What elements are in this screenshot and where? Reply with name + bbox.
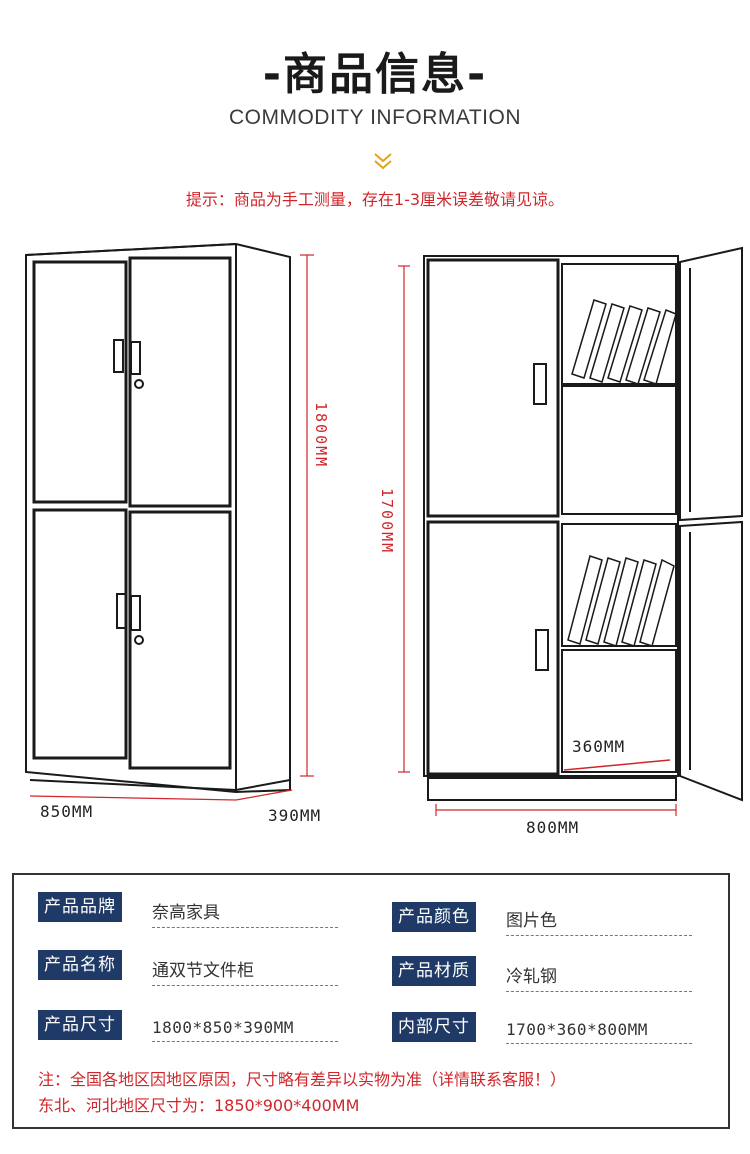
left-cabinet-illustration <box>25 242 291 794</box>
left-height-label: 1800MM <box>312 402 330 469</box>
left-width-label: 850MM <box>40 802 94 821</box>
spec-value-color: 图片色 <box>506 906 692 936</box>
right-width-label: 800MM <box>526 818 580 837</box>
spec-label-material: 产品材质 <box>392 956 476 986</box>
measurement-tip: 提示：商品为手工测量，存在1-3厘米误差敬请见谅。 <box>185 190 565 209</box>
spec-value-material: 冷轧钢 <box>506 962 692 992</box>
note-line-1: 注：全国各地区因地区原因，尺寸略有差异以实物为准（详情联系客服！） <box>38 1070 567 1089</box>
chevron-down-icon <box>374 153 392 170</box>
page-subtitle: COMMODITY INFORMATION <box>228 106 522 129</box>
spec-label-size: 产品尺寸 <box>38 1010 122 1040</box>
right-depth-label: 360MM <box>572 737 626 756</box>
spec-value-size: 1800*850*390MM <box>152 1018 338 1042</box>
page-title: -商品信息- <box>262 49 488 100</box>
spec-value-name: 通双节文件柜 <box>152 956 338 986</box>
right-cabinet-illustration <box>423 246 743 802</box>
spec-label-inner-size: 内部尺寸 <box>392 1012 476 1042</box>
right-height-label: 1700MM <box>378 488 396 555</box>
cabinet-drawings <box>25 242 743 816</box>
note-line-2: 东北、河北地区尺寸为：1850*900*400MM <box>38 1096 360 1115</box>
spec-value-brand: 奈高家具 <box>152 898 338 928</box>
left-depth-label: 390MM <box>268 806 322 825</box>
spec-table <box>12 873 730 1129</box>
spec-label-brand: 产品品牌 <box>38 892 122 922</box>
spec-label-color: 产品颜色 <box>392 902 476 932</box>
spec-value-inner-size: 1700*360*800MM <box>506 1020 692 1044</box>
spec-label-name: 产品名称 <box>38 950 122 980</box>
